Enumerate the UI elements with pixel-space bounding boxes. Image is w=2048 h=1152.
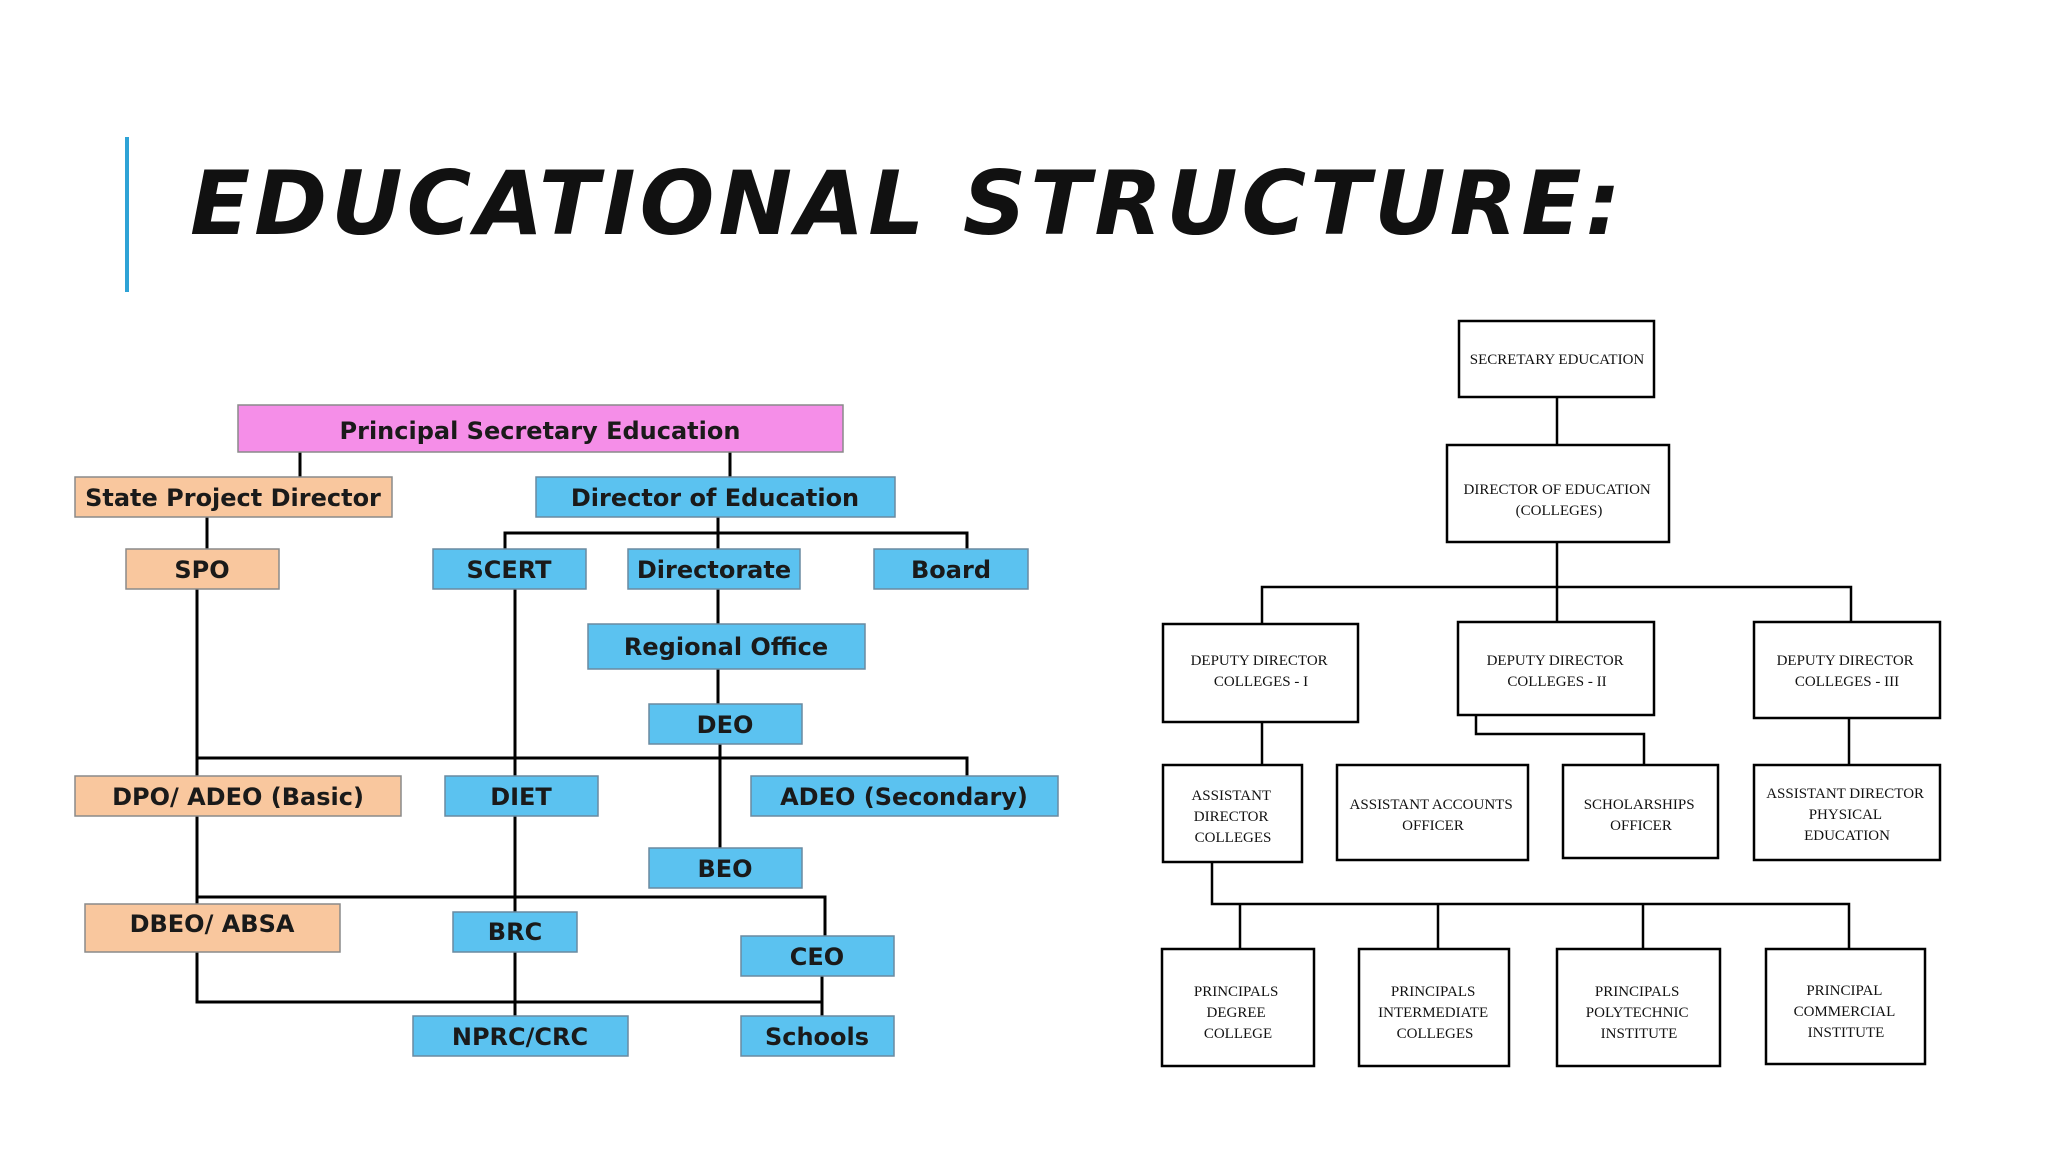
directorate-node: Directorate xyxy=(627,548,801,590)
secretary-education-node: SECRETARY EDUCATION xyxy=(1457,319,1656,399)
connector xyxy=(197,895,827,936)
node-label: BEO xyxy=(697,855,752,883)
node-label: Directorate xyxy=(637,556,791,584)
beo-node: BEO xyxy=(648,847,803,889)
node-label: ASSISTANT DIRECTOR PHYSICAL EDUCATION xyxy=(1766,786,1928,844)
connector xyxy=(503,531,969,549)
regional-office-node: Regional Office xyxy=(587,623,866,670)
assistant-director-colleges-node: ASSISTANT DIRECTOR COLLEGES xyxy=(1161,763,1304,864)
scholarships-officer-node: SCHOLARSHIPS OFFICER xyxy=(1561,763,1720,860)
node-label: Board xyxy=(911,556,991,584)
node-label: SCERT xyxy=(466,556,552,584)
connector xyxy=(197,756,969,776)
node-label: DIRECTOR OF EDUCATION (COLLEGES) xyxy=(1464,482,1655,519)
principals-degree-node: PRINCIPALS DEGREE COLLEGE xyxy=(1160,947,1316,1068)
deo-node: DEO xyxy=(648,703,803,745)
node-label: Regional Office xyxy=(624,633,828,661)
node-label: DEPUTY DIRECTOR COLLEGES - I xyxy=(1191,653,1332,690)
node-label: Principal Secretary Education xyxy=(340,417,741,445)
board-node: Board xyxy=(873,548,1029,590)
node-label: ASSISTANT DIRECTOR COLLEGES xyxy=(1191,788,1274,846)
node-label: SCHOLARSHIPS OFFICER xyxy=(1584,797,1699,834)
node-label: PRINCIPALS POLYTECHNIC INSTITUTE xyxy=(1586,984,1692,1042)
connector xyxy=(1210,862,1851,949)
node-label: PRINCIPALS INTERMEDIATE COLLEGES xyxy=(1378,984,1492,1042)
node-label: ASSISTANT ACCOUNTS OFFICER xyxy=(1350,797,1517,834)
node-label: PRINCIPAL COMMERCIAL INSTITUTE xyxy=(1794,983,1899,1041)
connector xyxy=(1260,585,1853,624)
principal-secretary-node: Principal Secretary Education xyxy=(237,404,844,453)
right-connectors xyxy=(1210,397,1853,949)
adeo-secondary-node: ADEO (Secondary) xyxy=(750,775,1059,817)
node-label: BRC xyxy=(488,918,542,946)
node-label: Director of Education xyxy=(571,484,859,512)
ceo-node: CEO xyxy=(740,935,895,977)
node-label: DEPUTY DIRECTOR COLLEGES - III xyxy=(1777,653,1918,690)
assistant-director-pe-node: ASSISTANT DIRECTOR PHYSICAL EDUCATION xyxy=(1752,763,1942,862)
state-project-director-node: State Project Director xyxy=(74,476,393,518)
spo-node: SPO xyxy=(125,548,280,590)
dbeo-absa-node: DBEO/ ABSA xyxy=(84,903,341,953)
node-label: DEPUTY DIRECTOR COLLEGES - II xyxy=(1487,653,1628,690)
principals-polytechnic-node: PRINCIPALS POLYTECHNIC INSTITUTE xyxy=(1555,947,1722,1068)
node-label: Schools xyxy=(765,1023,869,1051)
scert-node: SCERT xyxy=(432,548,587,590)
node-label: DBEO/ ABSA xyxy=(130,910,295,938)
deputy-director-3-node: DEPUTY DIRECTOR COLLEGES - III xyxy=(1752,620,1942,720)
principal-commercial-node: PRINCIPAL COMMERCIAL INSTITUTE xyxy=(1764,947,1927,1066)
schools-node: Schools xyxy=(740,1015,895,1057)
node-label: SPO xyxy=(174,556,229,584)
principals-intermediate-node: PRINCIPALS INTERMEDIATE COLLEGES xyxy=(1357,947,1511,1068)
deputy-director-2-node: DEPUTY DIRECTOR COLLEGES - II xyxy=(1456,620,1656,717)
director-of-education-colleges-node: DIRECTOR OF EDUCATION (COLLEGES) xyxy=(1445,443,1671,544)
node-label: PRINCIPALS DEGREE COLLEGE xyxy=(1194,984,1282,1042)
director-of-education-node: Director of Education xyxy=(535,476,896,518)
node-label: SECRETARY EDUCATION xyxy=(1470,352,1645,368)
nprc-crc-node: NPRC/CRC xyxy=(412,1015,629,1057)
deputy-director-1-node: DEPUTY DIRECTOR COLLEGES - I xyxy=(1161,622,1360,724)
node-label: DIET xyxy=(490,783,552,811)
title-accent-bar xyxy=(125,137,129,292)
node-label: CEO xyxy=(790,943,844,971)
node-label: ADEO (Secondary) xyxy=(780,783,1028,811)
connector xyxy=(1474,713,1646,765)
dpo-adeo-node: DPO/ ADEO (Basic) xyxy=(74,775,402,817)
slide-title: EDUCATIONAL STRUCTURE: xyxy=(190,152,1625,255)
left-org-chart: Principal Secretary Education State Proj… xyxy=(74,404,1059,1057)
assistant-accounts-officer-node: ASSISTANT ACCOUNTS OFFICER xyxy=(1335,763,1530,862)
node-label: State Project Director xyxy=(85,484,381,512)
node-label: NPRC/CRC xyxy=(452,1023,588,1051)
right-org-chart: SECRETARY EDUCATION DIRECTOR OF EDUCATIO… xyxy=(1160,319,1942,1068)
node-label: DPO/ ADEO (Basic) xyxy=(112,783,364,811)
diet-node: DIET xyxy=(444,775,599,817)
brc-node: BRC xyxy=(452,911,578,953)
node-label: DEO xyxy=(697,711,754,739)
